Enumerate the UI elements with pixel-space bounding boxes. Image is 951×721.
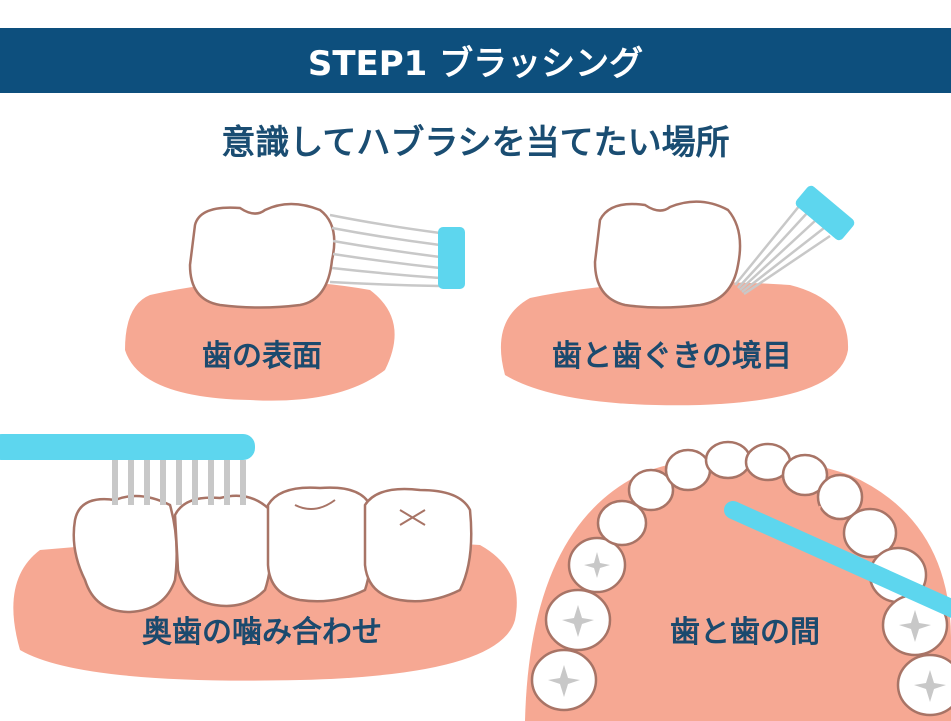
toothbrush-head-icon [438, 227, 465, 289]
panel-label: 歯と歯ぐきの境目 [552, 339, 792, 374]
bristles-icon [734, 204, 831, 296]
panel-molar-surfaces: 奥歯の噛み合わせ [0, 434, 517, 681]
panel-label: 歯と歯の間 [670, 615, 820, 650]
toothbrush-icon [0, 434, 255, 460]
panel-tooth-surface: 歯の表面 [125, 202, 465, 401]
toothbrush-icon [724, 501, 951, 618]
panel-between-teeth: 歯と歯の間 [525, 440, 951, 721]
panel-gum-line: 歯と歯ぐきの境目 [500, 185, 855, 406]
step-title: STEP1 ブラッシング [307, 44, 644, 84]
bristles-icon [329, 213, 441, 288]
panel-label: 歯の表面 [202, 339, 322, 374]
subtitle: 意識してハブラシを当てたい場所 [221, 123, 730, 163]
toothbrush-head-icon [795, 185, 855, 241]
step-header-bar: STEP1 ブラッシング [0, 28, 951, 93]
bristles-icon [112, 460, 246, 505]
panel-label: 奥歯の噛み合わせ [142, 615, 382, 650]
bristles-icon [734, 477, 821, 541]
